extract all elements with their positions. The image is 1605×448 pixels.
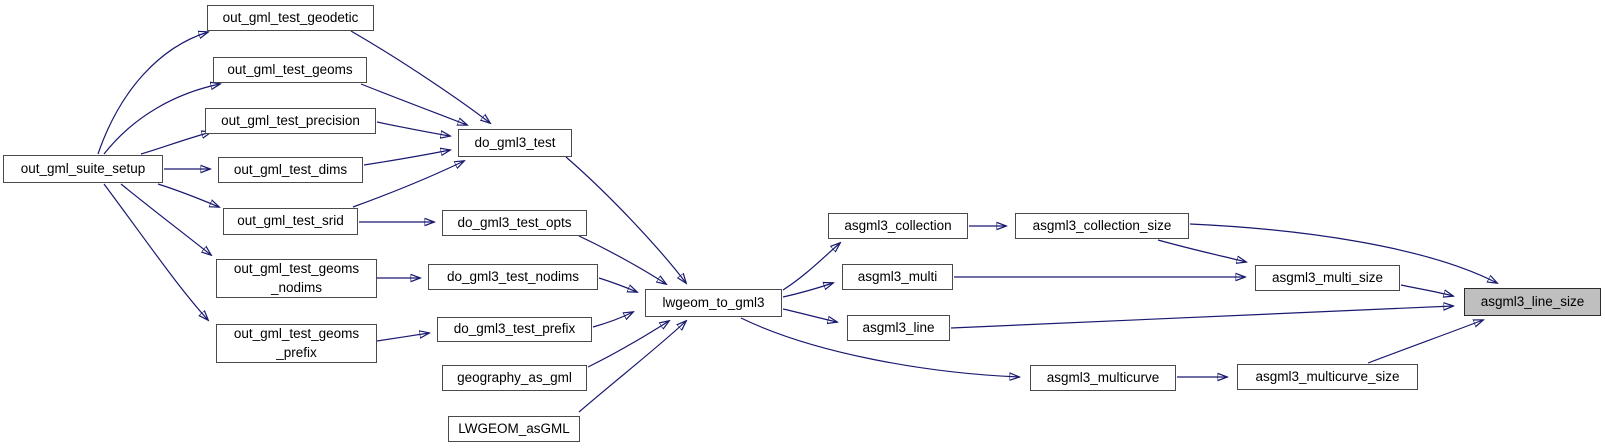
edge-lwgeom_to_gml3-asgml3_multicurve	[740, 317, 1019, 377]
node-out_gml_test_dims[interactable]: out_gml_test_dims	[218, 157, 363, 183]
edge-asgml3_collection_size-asgml3_multi_size	[1157, 239, 1246, 262]
node-asgml3_line_size: asgml3_line_size	[1464, 288, 1601, 316]
node-out_gml_test_geodetic[interactable]: out_gml_test_geodetic	[207, 5, 374, 31]
edge-asgml3_multicurve_size-asgml3_line_size	[1367, 320, 1483, 364]
node-out_gml_test_geoms[interactable]: out_gml_test_geoms	[213, 57, 367, 83]
edge-out_gml_test_geodetic-do_gml3_test	[350, 30, 490, 123]
node-do_gml3_test_prefix[interactable]: do_gml3_test_prefix	[437, 317, 592, 342]
node-out_gml_test_srid[interactable]: out_gml_test_srid	[223, 208, 358, 235]
node-lwgeom_to_gml3[interactable]: lwgeom_to_gml3	[645, 289, 782, 317]
edge-lwgeom_to_gml3-asgml3_collection	[782, 243, 840, 291]
edge-do_gml3_test-lwgeom_to_gml3	[565, 156, 686, 283]
edge-out_gml_suite_setup-out_gml_test_geodetic	[97, 32, 208, 155]
node-out_gml_suite_setup[interactable]: out_gml_suite_setup	[3, 155, 163, 183]
edge-out_gml_suite_setup-out_gml_test_srid	[157, 183, 219, 207]
edge-asgml3_multi_size-asgml3_line_size	[1400, 284, 1453, 296]
node-do_gml3_test_nodims[interactable]: do_gml3_test_nodims	[428, 264, 598, 290]
edge-asgml3_line-asgml3_line_size	[950, 306, 1453, 329]
node-out_gml_test_geoms_nodims[interactable]: out_gml_test_geoms _nodims	[216, 259, 377, 298]
edge-do_gml3_test_opts-lwgeom_to_gml3	[578, 235, 666, 284]
edge-lwgeom_to_gml3-asgml3_line	[782, 308, 837, 322]
edge-out_gml_test_geoms-do_gml3_test	[360, 83, 467, 125]
edge-asgml3_collection_size-asgml3_line_size	[1189, 223, 1497, 283]
edge-out_gml_suite_setup-out_gml_test_geoms	[103, 84, 220, 155]
edge-out_gml_test_precision-do_gml3_test	[376, 121, 450, 136]
node-asgml3_multicurve[interactable]: asgml3_multicurve	[1030, 365, 1176, 391]
edge-out_gml_test_dims-do_gml3_test	[363, 150, 450, 166]
node-asgml3_multi[interactable]: asgml3_multi	[842, 264, 953, 290]
edge-out_gml_test_geoms_prefix-do_gml3_test_prefix	[376, 333, 429, 342]
edge-out_gml_suite_setup-out_gml_test_geoms_prefix	[103, 183, 208, 320]
edge-out_gml_suite_setup-out_gml_test_precision	[140, 132, 211, 155]
node-asgml3_multi_size[interactable]: asgml3_multi_size	[1255, 265, 1400, 291]
node-asgml3_collection[interactable]: asgml3_collection	[828, 213, 968, 239]
node-asgml3_line[interactable]: asgml3_line	[847, 315, 950, 341]
node-do_gml3_test[interactable]: do_gml3_test	[458, 129, 572, 157]
edge-geography_as_gml-lwgeom_to_gml3	[587, 321, 669, 368]
edge-out_gml_test_srid-do_gml3_test	[352, 161, 464, 208]
node-out_gml_test_precision[interactable]: out_gml_test_precision	[205, 108, 376, 134]
node-out_gml_test_geoms_prefix[interactable]: out_gml_test_geoms _prefix	[216, 324, 377, 363]
node-LWGEOM_asGML[interactable]: LWGEOM_asGML	[448, 416, 580, 442]
node-geography_as_gml[interactable]: geography_as_gml	[442, 365, 587, 391]
edge-lwgeom_to_gml3-asgml3_multi	[782, 283, 833, 298]
edge-out_gml_suite_setup-out_gml_test_geoms_nodims	[120, 183, 211, 255]
node-asgml3_collection_size[interactable]: asgml3_collection_size	[1015, 213, 1189, 239]
edge-LWGEOM_asGML-lwgeom_to_gml3	[578, 321, 686, 413]
node-do_gml3_test_opts[interactable]: do_gml3_test_opts	[442, 210, 587, 236]
node-asgml3_multicurve_size[interactable]: asgml3_multicurve_size	[1237, 364, 1418, 390]
edge-do_gml3_test_prefix-lwgeom_to_gml3	[592, 312, 633, 328]
edge-do_gml3_test_nodims-lwgeom_to_gml3	[598, 277, 637, 292]
